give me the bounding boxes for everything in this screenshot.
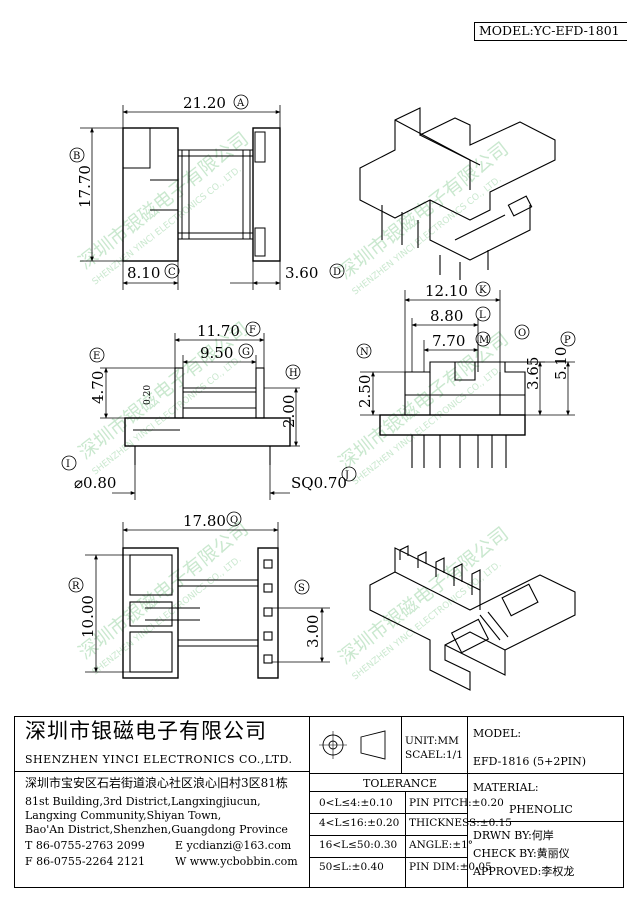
top-view bbox=[122, 127, 281, 262]
tolerance-left-1: 0<L≤4:±0.10 bbox=[319, 797, 393, 809]
dim-m-letter: M bbox=[479, 335, 489, 346]
dim-j-value: SQ0.70 bbox=[291, 474, 347, 492]
tolerance-right-3: ANGLE:±1° bbox=[409, 839, 474, 851]
dim-labels-top: 21.20 A 17.70 B 8.10 C 3.60 D bbox=[69, 94, 345, 282]
tolerance-left-3: 16<L≤50:0.30 bbox=[319, 839, 398, 851]
address-cn: 深圳市宝安区石岩街道浪心社区浪心旧村3区81栋 bbox=[25, 776, 288, 790]
dim-h-letter: H bbox=[289, 368, 298, 379]
model-label: MODEL: bbox=[473, 727, 522, 740]
dim-h-value: 2.00 bbox=[280, 395, 298, 428]
dim-b-value: 17.70 bbox=[76, 165, 94, 208]
dim-labels-bottom: 17.80 Q 10.00 R 3.00 S bbox=[68, 511, 322, 648]
email: E ycdianzi@163.com bbox=[175, 839, 292, 852]
dim-e-value: 4.70 bbox=[89, 371, 107, 404]
dim-lines-bottom bbox=[85, 522, 330, 673]
drawn-by: DRWN BY:何岸 bbox=[473, 829, 554, 842]
dim-a-value: 21.20 bbox=[183, 94, 226, 112]
isometric-view-top bbox=[359, 107, 556, 280]
dim-j-letter: J bbox=[344, 470, 349, 481]
tolerance-label: TOLERANCE bbox=[363, 777, 437, 790]
dim-d-value: 3.60 bbox=[285, 264, 318, 282]
dim-k-value: 12.10 bbox=[425, 282, 468, 300]
material-value: PHENOLIC bbox=[509, 803, 573, 816]
unit: UNIT:MM bbox=[405, 735, 459, 747]
dim-n-letter: N bbox=[360, 347, 369, 358]
watermark-cn: 深圳市银磁电子有限公司 bbox=[335, 138, 513, 284]
material-label: MATERIAL: bbox=[473, 781, 539, 794]
dim-lines-top bbox=[80, 105, 281, 290]
dim-b-letter: B bbox=[73, 151, 80, 162]
dim-c-value: 8.10 bbox=[127, 264, 160, 282]
model-header bbox=[474, 22, 627, 41]
dim-g-value: 9.50 bbox=[200, 344, 233, 362]
model-value: EFD-1816 (5+2PIN) bbox=[473, 755, 587, 768]
bottom-view bbox=[122, 547, 279, 679]
address-en-1: 81st Building,3rd District,Langxingjiucu… bbox=[25, 795, 261, 808]
company-name-cn: 深圳市银磁电子有限公司 bbox=[25, 719, 267, 743]
dim-small-value: 0.20 bbox=[143, 385, 153, 405]
watermark-cn: 深圳市银磁电子有限公司 bbox=[75, 518, 253, 664]
dim-o-letter: O bbox=[518, 328, 526, 339]
dim-s-letter: S bbox=[298, 583, 305, 594]
dim-i-letter: I bbox=[66, 459, 70, 470]
dim-a-letter: A bbox=[236, 98, 245, 109]
tolerance-right-2: THICKNESS:±0.15 bbox=[409, 817, 512, 829]
isometric-view-bottom bbox=[369, 545, 576, 691]
dim-p-value: 5.10 bbox=[552, 347, 570, 380]
dim-n-value: 2.50 bbox=[356, 375, 374, 408]
watermark-cn: 深圳市银磁电子有限公司 bbox=[335, 523, 513, 669]
dim-d-letter: D bbox=[333, 267, 341, 278]
tolerance-left-4: 50≤L:±0.40 bbox=[319, 861, 384, 873]
tolerance-right-1: PIN PITCH:±0.20 bbox=[409, 797, 504, 809]
projection-symbol-icon bbox=[319, 730, 386, 760]
dim-lines-front bbox=[100, 333, 300, 500]
title-block: 深圳市银磁电子有限公司 SHENZHEN YINCI ELECTRONICS C… bbox=[14, 716, 624, 888]
dim-s-value: 3.00 bbox=[304, 615, 322, 648]
side-view bbox=[379, 361, 526, 468]
dim-lines-side bbox=[360, 290, 575, 416]
dim-c-letter: C bbox=[168, 267, 176, 278]
address-en-2: Langxing Community,Shiyan Town, bbox=[25, 809, 222, 822]
dim-m-value: 7.70 bbox=[432, 332, 465, 350]
fax: F 86-0755-2264 2121 bbox=[25, 855, 146, 868]
dim-g-letter: G bbox=[242, 347, 250, 358]
dim-labels-front: 11.70 F 9.50 G 4.70 E 0.20 2.00 H ⌀0.80 … bbox=[61, 321, 357, 492]
dim-e-letter: E bbox=[93, 351, 100, 362]
company-name-en: SHENZHEN YINCI ELECTRONICS CO.,LTD. bbox=[25, 753, 293, 766]
scale: SCAEL:1/1 bbox=[405, 749, 463, 761]
dim-o-value: 3.65 bbox=[524, 357, 542, 390]
address-en-3: Bao'An District,Shenzhen,Guangdong Provi… bbox=[25, 823, 288, 836]
approved-by: APPROVED:李权龙 bbox=[473, 865, 575, 878]
dim-r-letter: R bbox=[72, 581, 80, 592]
dim-q-value: 17.80 bbox=[183, 512, 226, 530]
dim-i-value: ⌀0.80 bbox=[74, 474, 116, 492]
dim-r-value: 10.00 bbox=[79, 595, 97, 638]
dim-f-value: 11.70 bbox=[197, 322, 240, 340]
dim-f-letter: F bbox=[249, 325, 256, 336]
dim-labels-side: 12.10 K 8.80 L 7.70 M 2.50 N 3.65 O 5.10… bbox=[356, 281, 576, 408]
tolerance-right-4: PIN DIM:±0.05 bbox=[409, 861, 492, 873]
dim-k-letter: K bbox=[479, 285, 487, 296]
dim-l-value: 8.80 bbox=[430, 307, 463, 325]
phone: T 86-0755-2763 2099 bbox=[25, 839, 145, 852]
tolerance-left-2: 4<L≤16:±0.20 bbox=[319, 817, 400, 829]
dim-l-letter: L bbox=[479, 310, 486, 321]
website: W www.ycbobbin.com bbox=[175, 855, 298, 868]
dim-q-letter: Q bbox=[230, 515, 238, 526]
model-header-text: MODEL:YC-EFD-1801 bbox=[479, 23, 620, 38]
checked-by: CHECK BY:黄丽仪 bbox=[473, 847, 570, 860]
dim-p-letter: P bbox=[564, 335, 571, 346]
front-view bbox=[124, 367, 291, 465]
